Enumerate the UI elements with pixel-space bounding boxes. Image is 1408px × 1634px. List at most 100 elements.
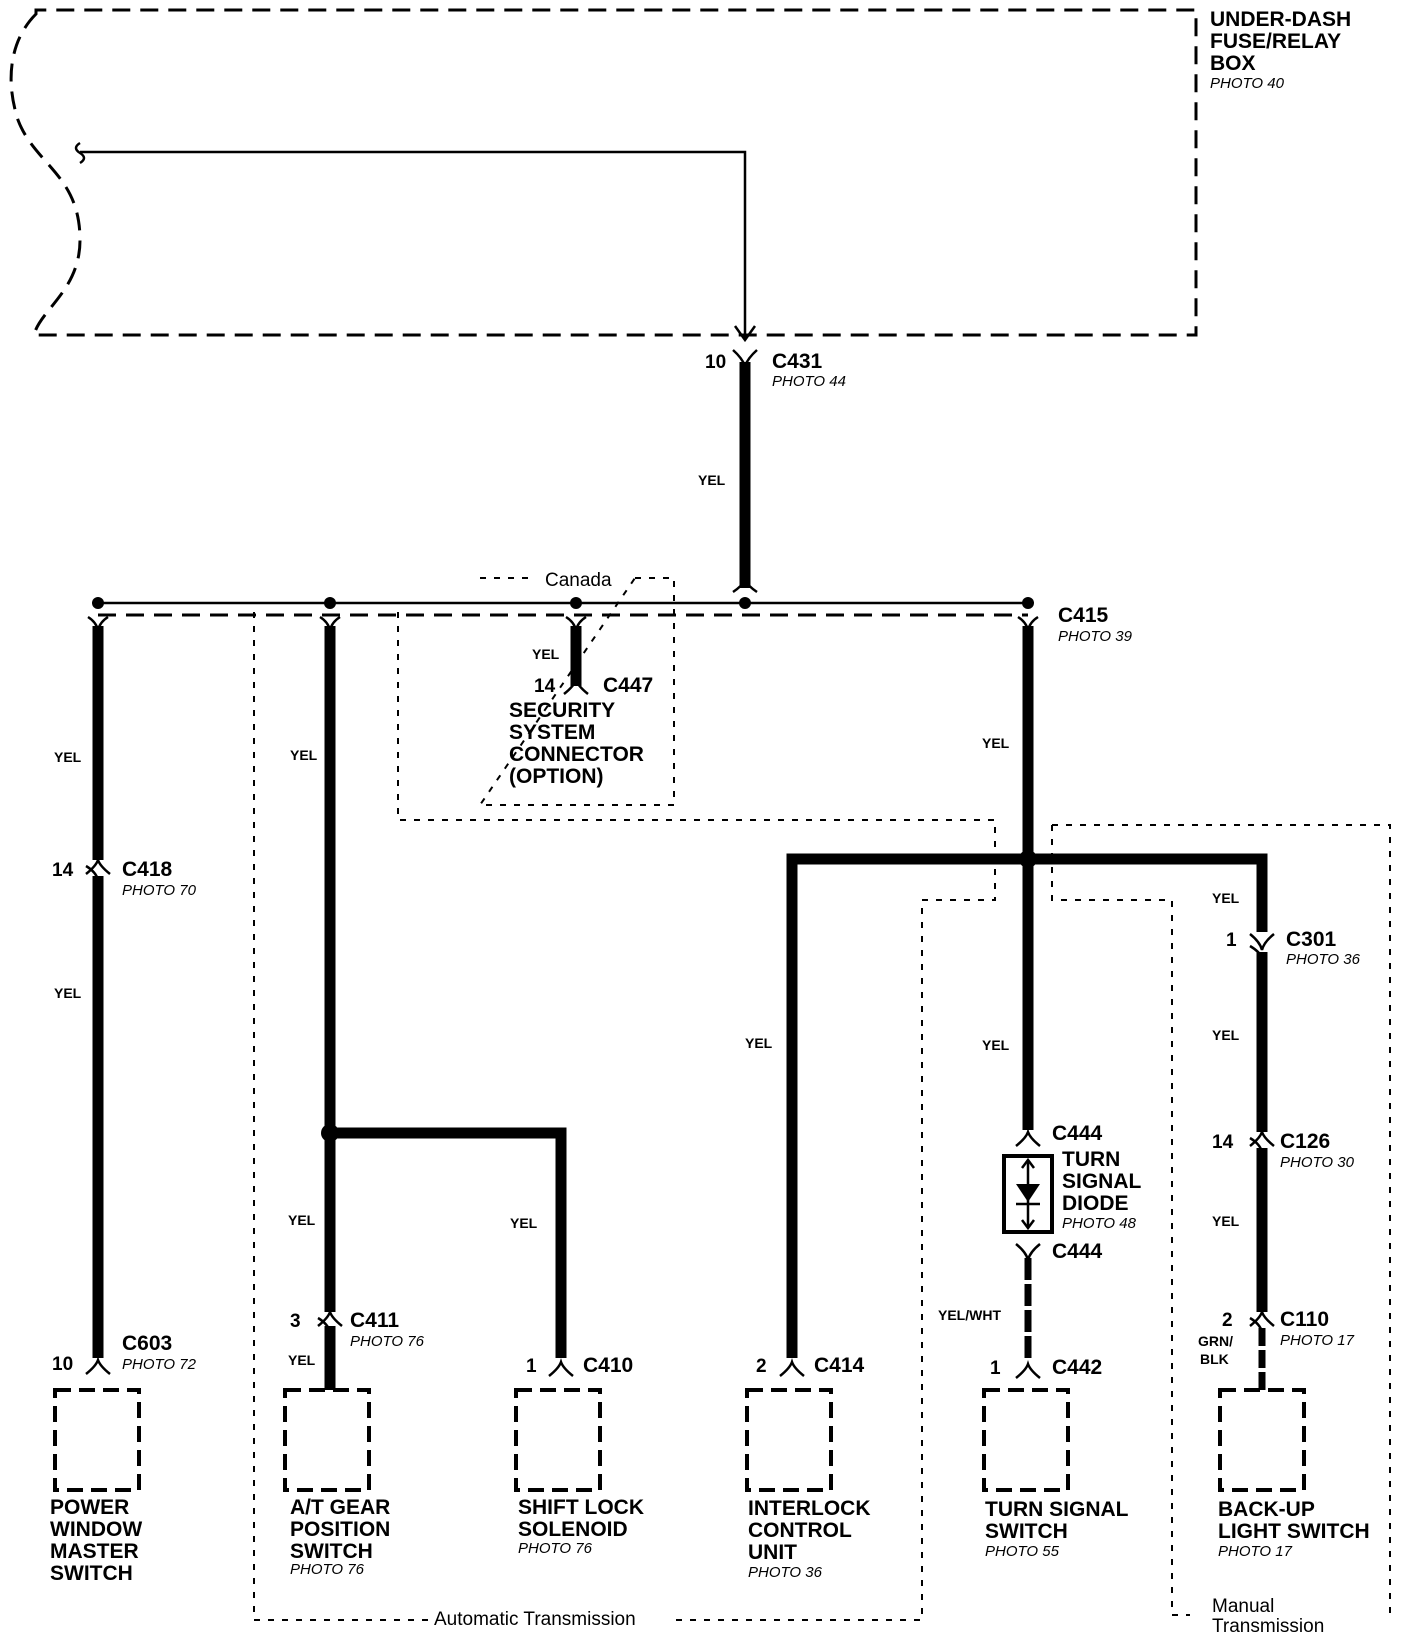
svg-text:1: 1 xyxy=(526,1356,537,1377)
canada-lower-region xyxy=(397,612,996,1620)
connector-c447: 14 C447 xyxy=(534,674,653,697)
manual-label: Manual xyxy=(1212,1596,1274,1617)
svg-text:CONNECTOR: CONNECTOR xyxy=(509,743,644,766)
svg-text:BACK-UP: BACK-UP xyxy=(1218,1498,1315,1521)
turn-signal-switch xyxy=(982,1388,1070,1492)
svg-text:TURN SIGNAL: TURN SIGNAL xyxy=(985,1498,1129,1521)
canada-region xyxy=(478,577,675,806)
turn-signal-switch-label: TURN SIGNAL SWITCH PHOTO 55 xyxy=(985,1498,1129,1560)
connector-c415-label: C415 PHOTO 39 xyxy=(1058,604,1133,645)
wire-shift-lock xyxy=(336,1127,567,1358)
wire-color-label: YEL xyxy=(698,472,726,488)
svg-text:SHIFT LOCK: SHIFT LOCK xyxy=(518,1496,644,1519)
wire-color-label: YEL xyxy=(54,985,82,1001)
svg-text:1: 1 xyxy=(1226,930,1237,951)
fuse-box-label: UNDER-DASH FUSE/RELAY BOX PHOTO 40 xyxy=(1210,8,1351,92)
connector-c411: 3 C411 PHOTO 76 xyxy=(290,1308,425,1350)
svg-text:DIODE: DIODE xyxy=(1062,1192,1129,1215)
svg-text:C411: C411 xyxy=(350,1309,399,1332)
svg-text:BOX: BOX xyxy=(1210,52,1256,75)
bus-junction-dots xyxy=(92,597,1034,609)
interlock-control-unit xyxy=(745,1388,833,1492)
fuse-internal-wire xyxy=(80,150,747,338)
svg-text:POSITION: POSITION xyxy=(290,1518,390,1541)
wire-color-label: BLK xyxy=(1200,1351,1229,1367)
svg-text:PHOTO 48: PHOTO 48 xyxy=(1062,1215,1137,1232)
svg-text:UNIT: UNIT xyxy=(748,1541,797,1564)
svg-text:3: 3 xyxy=(290,1311,301,1332)
svg-text:A/T GEAR: A/T GEAR xyxy=(290,1496,390,1519)
connector-c414: 2 C414 xyxy=(756,1354,865,1377)
connector-c603: 10 C603 PHOTO 72 xyxy=(52,1332,197,1375)
svg-text:1: 1 xyxy=(990,1358,1001,1379)
wire-interlock xyxy=(786,853,1028,1358)
svg-text:SWITCH: SWITCH xyxy=(50,1562,133,1585)
wire-backup-top xyxy=(1028,853,1268,932)
svg-text:UNDER-DASH: UNDER-DASH xyxy=(1210,8,1351,31)
svg-text:C126: C126 xyxy=(1280,1130,1330,1153)
svg-text:2: 2 xyxy=(756,1356,767,1377)
wire-color-label: YEL xyxy=(745,1035,773,1051)
backup-light-switch xyxy=(1218,1388,1306,1492)
svg-text:C110: C110 xyxy=(1280,1308,1329,1331)
connector-c415-top xyxy=(732,577,758,594)
svg-text:INTERLOCK: INTERLOCK xyxy=(748,1497,871,1520)
svg-text:PHOTO 36: PHOTO 36 xyxy=(748,1564,823,1581)
svg-text:PHOTO 44: PHOTO 44 xyxy=(772,373,846,390)
wire-color-label: GRN/ xyxy=(1198,1333,1233,1349)
wire-color-label: YEL xyxy=(982,1037,1010,1053)
connector-c431: 10 C431 PHOTO 44 xyxy=(705,349,846,390)
svg-text:MASTER: MASTER xyxy=(50,1540,139,1563)
wire-color-label: YEL xyxy=(1212,890,1240,906)
security-connector-label: SECURITY SYSTEM CONNECTOR (OPTION) xyxy=(509,699,644,788)
wire-color-label: YEL xyxy=(1212,1027,1240,1043)
svg-text:PHOTO 17: PHOTO 17 xyxy=(1218,1543,1293,1560)
connector-c418: 14 C418 PHOTO 70 xyxy=(52,856,197,899)
svg-text:PHOTO 36: PHOTO 36 xyxy=(1286,951,1361,968)
svg-text:C444: C444 xyxy=(1052,1122,1103,1145)
svg-text:SECURITY: SECURITY xyxy=(509,699,615,722)
svg-text:14: 14 xyxy=(1212,1132,1234,1153)
power-window-label: POWER WINDOW MASTER SWITCH xyxy=(50,1496,142,1585)
svg-text:C442: C442 xyxy=(1052,1356,1102,1379)
svg-text:SYSTEM: SYSTEM xyxy=(509,721,595,744)
power-window-master-switch xyxy=(53,1388,141,1492)
arrow-icon xyxy=(733,325,757,343)
svg-text:C414: C414 xyxy=(814,1354,865,1377)
svg-text:TURN: TURN xyxy=(1062,1148,1120,1171)
canada-label: Canada xyxy=(545,570,612,591)
manual-region xyxy=(1051,824,1391,1616)
svg-text:PHOTO 30: PHOTO 30 xyxy=(1280,1154,1355,1171)
svg-text:PHOTO 17: PHOTO 17 xyxy=(1280,1332,1355,1349)
svg-text:SWITCH: SWITCH xyxy=(290,1540,373,1563)
wire-color-label: YEL xyxy=(1212,1213,1240,1229)
svg-text:C431: C431 xyxy=(772,350,823,373)
automatic-region xyxy=(253,612,922,1621)
svg-text:WINDOW: WINDOW xyxy=(50,1518,142,1541)
turn-signal-diode-label: TURN SIGNAL DIODE PHOTO 48 xyxy=(1062,1148,1142,1232)
svg-text:C603: C603 xyxy=(122,1332,172,1355)
svg-text:10: 10 xyxy=(52,1354,73,1375)
svg-text:C415: C415 xyxy=(1058,604,1109,627)
svg-text:SIGNAL: SIGNAL xyxy=(1062,1170,1142,1193)
svg-text:POWER: POWER xyxy=(50,1496,129,1519)
svg-text:C301: C301 xyxy=(1286,928,1337,951)
svg-text:10: 10 xyxy=(705,352,726,373)
svg-text:PHOTO 70: PHOTO 70 xyxy=(122,882,197,899)
connector-c301: 1 C301 PHOTO 36 xyxy=(1226,928,1361,968)
svg-text:FUSE/RELAY: FUSE/RELAY xyxy=(1210,30,1341,53)
fuse-box-boundary xyxy=(9,8,1198,337)
shift-lock-label: SHIFT LOCK SOLENOID PHOTO 76 xyxy=(518,1496,644,1557)
wire-color-label: YEL xyxy=(532,646,560,662)
at-gear-position-switch xyxy=(283,1388,371,1492)
at-gear-label: A/T GEAR POSITION SWITCH PHOTO 76 xyxy=(290,1496,390,1578)
wire-color-label: YEL xyxy=(982,735,1010,751)
svg-text:PHOTO 40: PHOTO 40 xyxy=(1210,75,1285,92)
svg-text:SOLENOID: SOLENOID xyxy=(518,1518,628,1541)
svg-text:C447: C447 xyxy=(603,674,653,697)
svg-text:14: 14 xyxy=(52,860,74,881)
wire-color-label: YEL xyxy=(290,747,318,763)
shift-lock-solenoid xyxy=(514,1388,602,1492)
svg-text:(OPTION): (OPTION) xyxy=(509,765,604,788)
